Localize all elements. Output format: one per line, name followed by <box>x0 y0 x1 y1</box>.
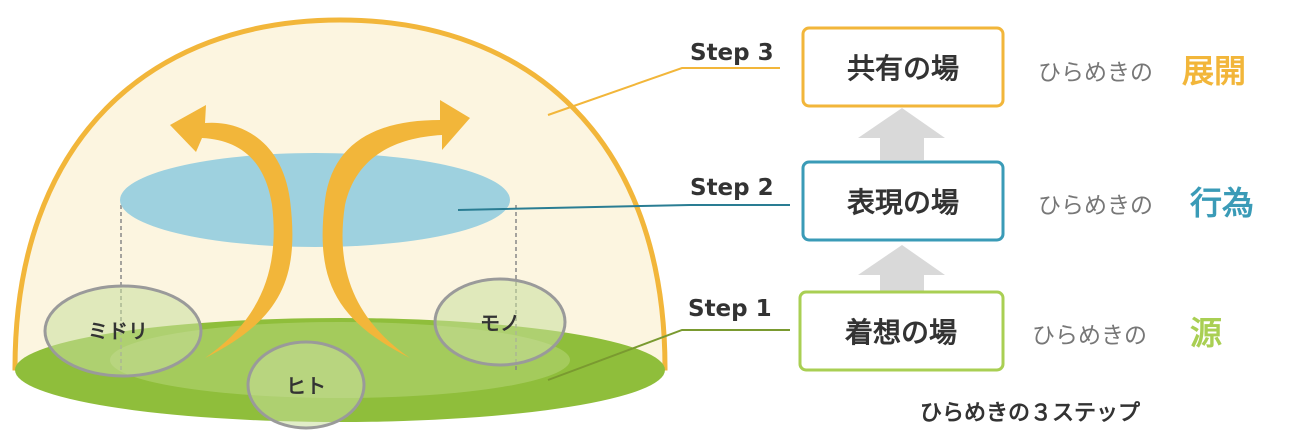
step3-prefix: ひらめきの <box>1038 60 1153 86</box>
left-curved-arrow <box>170 105 293 358</box>
leader-line-step3 <box>547 67 780 116</box>
up-arrow-lower <box>858 245 945 294</box>
midori-ellipse <box>43 284 203 378</box>
step2-label: Step 2 <box>690 175 774 201</box>
step1-prefix: ひらめきの <box>1032 323 1147 349</box>
step1-label: Step 1 <box>688 296 772 322</box>
leader-line-step2 <box>457 204 790 211</box>
expression-disc <box>120 153 510 247</box>
mono-ellipse <box>433 277 567 367</box>
step3-box <box>801 26 1005 108</box>
step3-suffix: 展開 <box>1182 52 1246 90</box>
hito-label: ヒト <box>286 374 326 398</box>
right-curved-arrow <box>322 100 470 358</box>
diagram-caption: ひらめきの３ステップ <box>920 401 1141 426</box>
step2-prefix: ひらめきの <box>1038 193 1153 219</box>
step2-suffix: 行為 <box>1190 184 1254 222</box>
step1-box-label: 着想の場 <box>844 316 957 349</box>
midori-label: ミドリ <box>88 319 148 343</box>
step2-box <box>801 160 1005 242</box>
leader-line-step1 <box>547 329 790 381</box>
up-arrow-upper <box>858 108 945 160</box>
mono-label: モノ <box>480 311 520 335</box>
step1-suffix: 源 <box>1190 314 1222 352</box>
step1-box <box>798 290 1005 372</box>
step2-box-label: 表現の場 <box>847 186 959 219</box>
hito-ellipse <box>246 340 366 430</box>
step3-box-label: 共有の場 <box>847 52 959 85</box>
step3-label: Step 3 <box>690 40 774 66</box>
